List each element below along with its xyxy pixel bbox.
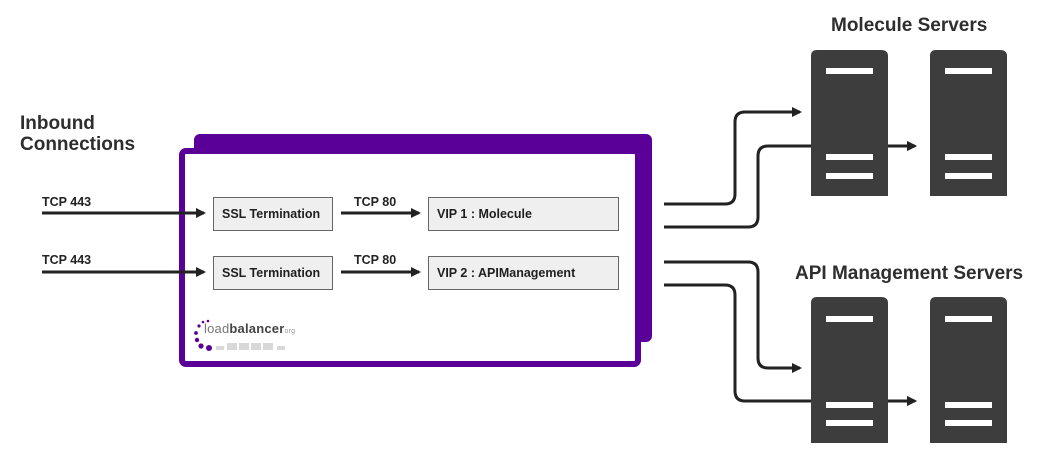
api-server-2 xyxy=(930,297,1007,443)
outbound-path-api-1 xyxy=(664,260,802,373)
vip-box-2: VIP 2 : APIManagement xyxy=(428,256,619,290)
ssl-termination-box-1: SSL Termination xyxy=(213,197,333,231)
inbound-title-line2: Connections xyxy=(20,134,136,155)
outbound-path-molecule-1 xyxy=(664,107,802,206)
backend-protocol-label-1: TCP 80 xyxy=(354,195,397,209)
molecule-server-1 xyxy=(811,50,888,196)
ssl-termination-box-2: SSL Termination xyxy=(213,256,333,290)
backend-protocol-label-2: TCP 80 xyxy=(354,253,397,267)
loadbalancer-logo: loadbalancerorg xyxy=(190,315,310,355)
inbound-title-line1: Inbound xyxy=(20,113,95,134)
inbound-protocol-label-2: TCP 443 xyxy=(42,253,92,267)
loadbalancer-logo-bars xyxy=(216,343,285,350)
logo-prefix: load xyxy=(204,321,230,336)
logo-bold: balancer xyxy=(229,321,285,336)
logo-suffix: org xyxy=(284,328,296,335)
inbound-connections-title: Inbound Connections xyxy=(20,113,135,155)
api-management-servers-title: API Management Servers xyxy=(795,263,1024,284)
molecule-servers-title: Molecule Servers xyxy=(831,15,988,36)
molecule-server-2 xyxy=(930,50,1007,196)
outbound-path-molecule-2 xyxy=(664,141,917,229)
vip-box-1: VIP 1 : Molecule xyxy=(428,197,619,231)
outbound-path-api-2 xyxy=(664,283,917,406)
inbound-protocol-label-1: TCP 443 xyxy=(42,195,92,209)
api-server-1 xyxy=(811,297,888,443)
loadbalancer-logo-icon xyxy=(194,319,212,351)
logo-wordmark: loadbalancerorg xyxy=(204,321,295,336)
